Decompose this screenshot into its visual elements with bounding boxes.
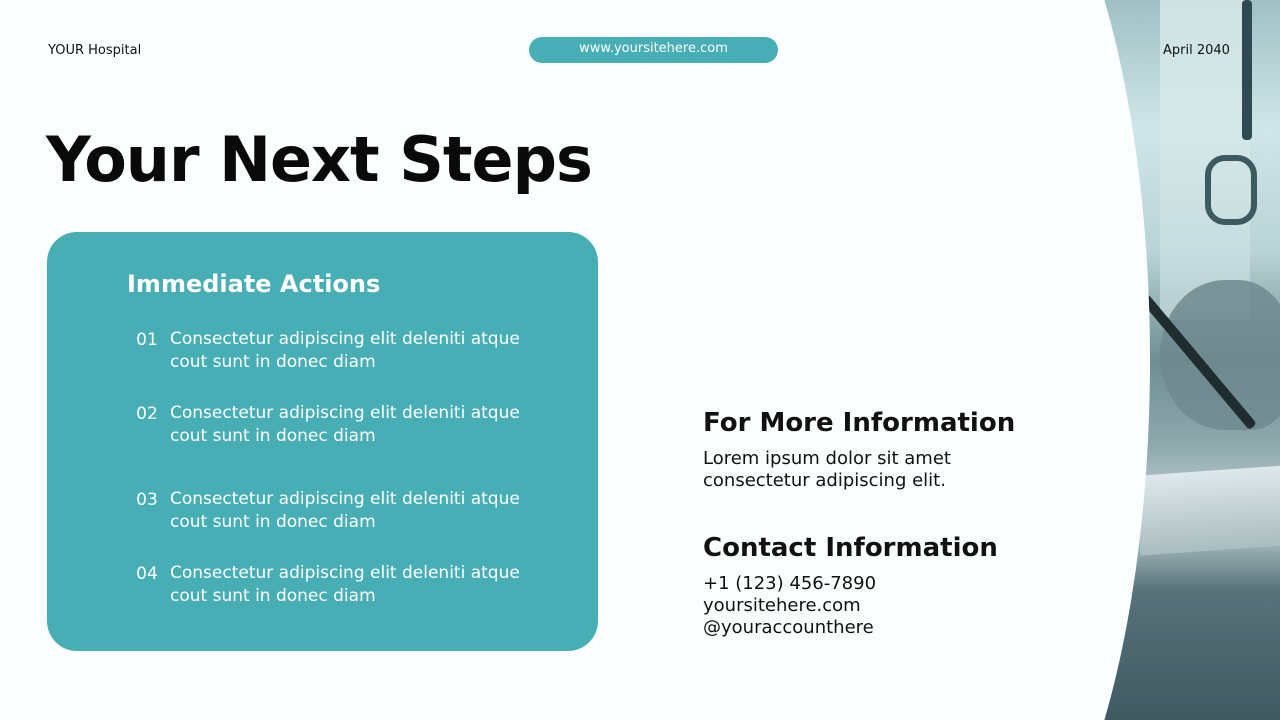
organization-name: YOUR Hospital <box>48 43 142 58</box>
curved-divider <box>760 0 1150 720</box>
contact-phone[interactable]: +1 (123) 456-7890 <box>703 573 877 594</box>
step-number: 01 <box>136 330 158 350</box>
contact-heading: Contact Information <box>703 533 998 563</box>
immediate-actions-heading: Immediate Actions <box>127 270 381 298</box>
date-label: April 2040 <box>1163 43 1230 58</box>
step-number: 02 <box>136 404 158 424</box>
photo-hand <box>1160 280 1280 430</box>
more-info-line-1: Lorem ipsum dolor sit amet <box>703 448 951 469</box>
contact-section: Contact Information +1 (123) 456-7890 yo… <box>703 532 998 639</box>
photo-clipboard <box>1140 464 1280 556</box>
contact-handle[interactable]: @youraccounthere <box>703 617 874 638</box>
more-info-line-2: consectetur adipiscing elit. <box>703 470 946 491</box>
step-text: Consectetur adipiscing elit deleniti atq… <box>170 329 520 372</box>
stethoscope-tube <box>1242 0 1252 140</box>
step-number: 04 <box>136 564 158 584</box>
immediate-actions-card: Immediate Actions 01 Consectetur adipisc… <box>47 232 598 651</box>
page-title: Your Next Steps <box>46 123 593 196</box>
website-pill[interactable]: www.yoursitehere.com <box>529 37 778 63</box>
step-text: Consectetur adipiscing elit deleniti atq… <box>170 403 520 446</box>
more-info-section: For More Information Lorem ipsum dolor s… <box>703 407 1015 492</box>
more-info-heading: For More Information <box>703 408 1016 438</box>
step-text: Consectetur adipiscing elit deleniti atq… <box>170 563 520 606</box>
contact-website[interactable]: yoursitehere.com <box>703 595 861 616</box>
stethoscope-chestpiece <box>1205 155 1257 225</box>
step-text: Consectetur adipiscing elit deleniti atq… <box>170 489 520 532</box>
step-number: 03 <box>136 490 158 510</box>
